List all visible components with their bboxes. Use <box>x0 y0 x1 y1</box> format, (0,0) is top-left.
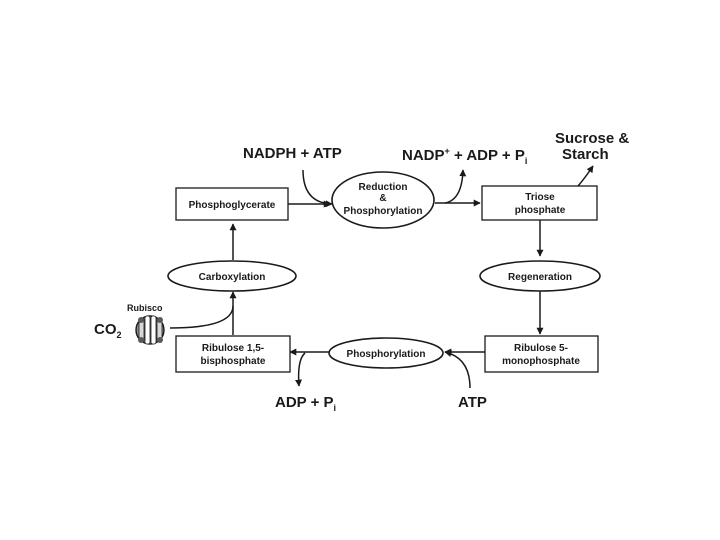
rubisco-label: Rubisco <box>127 303 163 313</box>
arrow-reduction-to-nadp <box>444 169 467 204</box>
arrow-nadph-atp-to-reduction <box>302 169 333 208</box>
pi-subscript-top: i <box>525 156 528 166</box>
triose-phosphate-label-line2: phosphate <box>515 205 566 216</box>
arrow-co2-to-carboxylation <box>169 305 234 329</box>
ribulose-bisphosphate-label-line1: Ribulose 1,5- <box>202 343 264 354</box>
triose-phosphate-label-line1: Triose <box>525 192 555 203</box>
ribulose-bisphosphate-label-line2: bisphosphate <box>200 356 265 367</box>
co2-label: CO2 <box>94 321 122 340</box>
rubisco-enzyme-icon <box>135 315 165 345</box>
adp-pi-text: + ADP + P <box>450 147 525 164</box>
carboxylation-node: Carboxylation <box>167 260 297 292</box>
reduction-phosphorylation-node: Reduction & Phosphorylation <box>331 171 435 229</box>
reduction-label-line2: & <box>379 193 386 204</box>
phosphorylation-label: Phosphorylation <box>347 349 426 360</box>
phosphoglycerate-node: Phosphoglycerate <box>175 187 289 221</box>
ribulose-monophosphate-node: Ribulose 5- monophosphate <box>484 335 599 373</box>
phosphoglycerate-label: Phosphoglycerate <box>189 200 276 211</box>
ribulose-monophosphate-label-line1: Ribulose 5- <box>514 343 568 354</box>
phosphorylation-node: Phosphorylation <box>328 337 444 369</box>
adp-pi-bottom-label: ADP + Pi <box>275 394 336 413</box>
triose-phosphate-node: Triose phosphate <box>481 185 598 221</box>
co2-text: CO <box>94 321 117 338</box>
nadp-superscript: + <box>445 146 450 156</box>
sucrose-starch-label-line2: Starch <box>562 146 609 163</box>
sucrose-starch-label-line1: Sucrose & <box>555 130 629 147</box>
atp-bottom-label: ATP <box>458 394 487 411</box>
adp-pi-bottom-text: ADP + P <box>275 394 334 411</box>
regeneration-node: Regeneration <box>479 260 601 292</box>
arrow-atp-to-phosphorylation <box>444 350 471 389</box>
nadp-adp-pi-label: NADP+ + ADP + Pi <box>402 146 527 166</box>
ribulose-monophosphate-label-line2: monophosphate <box>502 356 580 367</box>
pi-subscript-bottom: i <box>334 403 337 413</box>
regeneration-label: Regeneration <box>508 272 572 283</box>
arrow-phosphorylation-to-adp <box>295 352 306 387</box>
co2-subscript: 2 <box>117 330 122 340</box>
reduction-label-line3: Phosphorylation <box>344 206 423 217</box>
nadph-atp-label: NADPH + ATP <box>243 145 342 162</box>
reduction-label-line1: Reduction <box>359 182 408 193</box>
carboxylation-label: Carboxylation <box>199 272 266 283</box>
arrow-triose-to-sucrose <box>577 165 594 187</box>
nadp-text: NADP <box>402 147 445 164</box>
ribulose-bisphosphate-node: Ribulose 1,5- bisphosphate <box>175 335 291 373</box>
